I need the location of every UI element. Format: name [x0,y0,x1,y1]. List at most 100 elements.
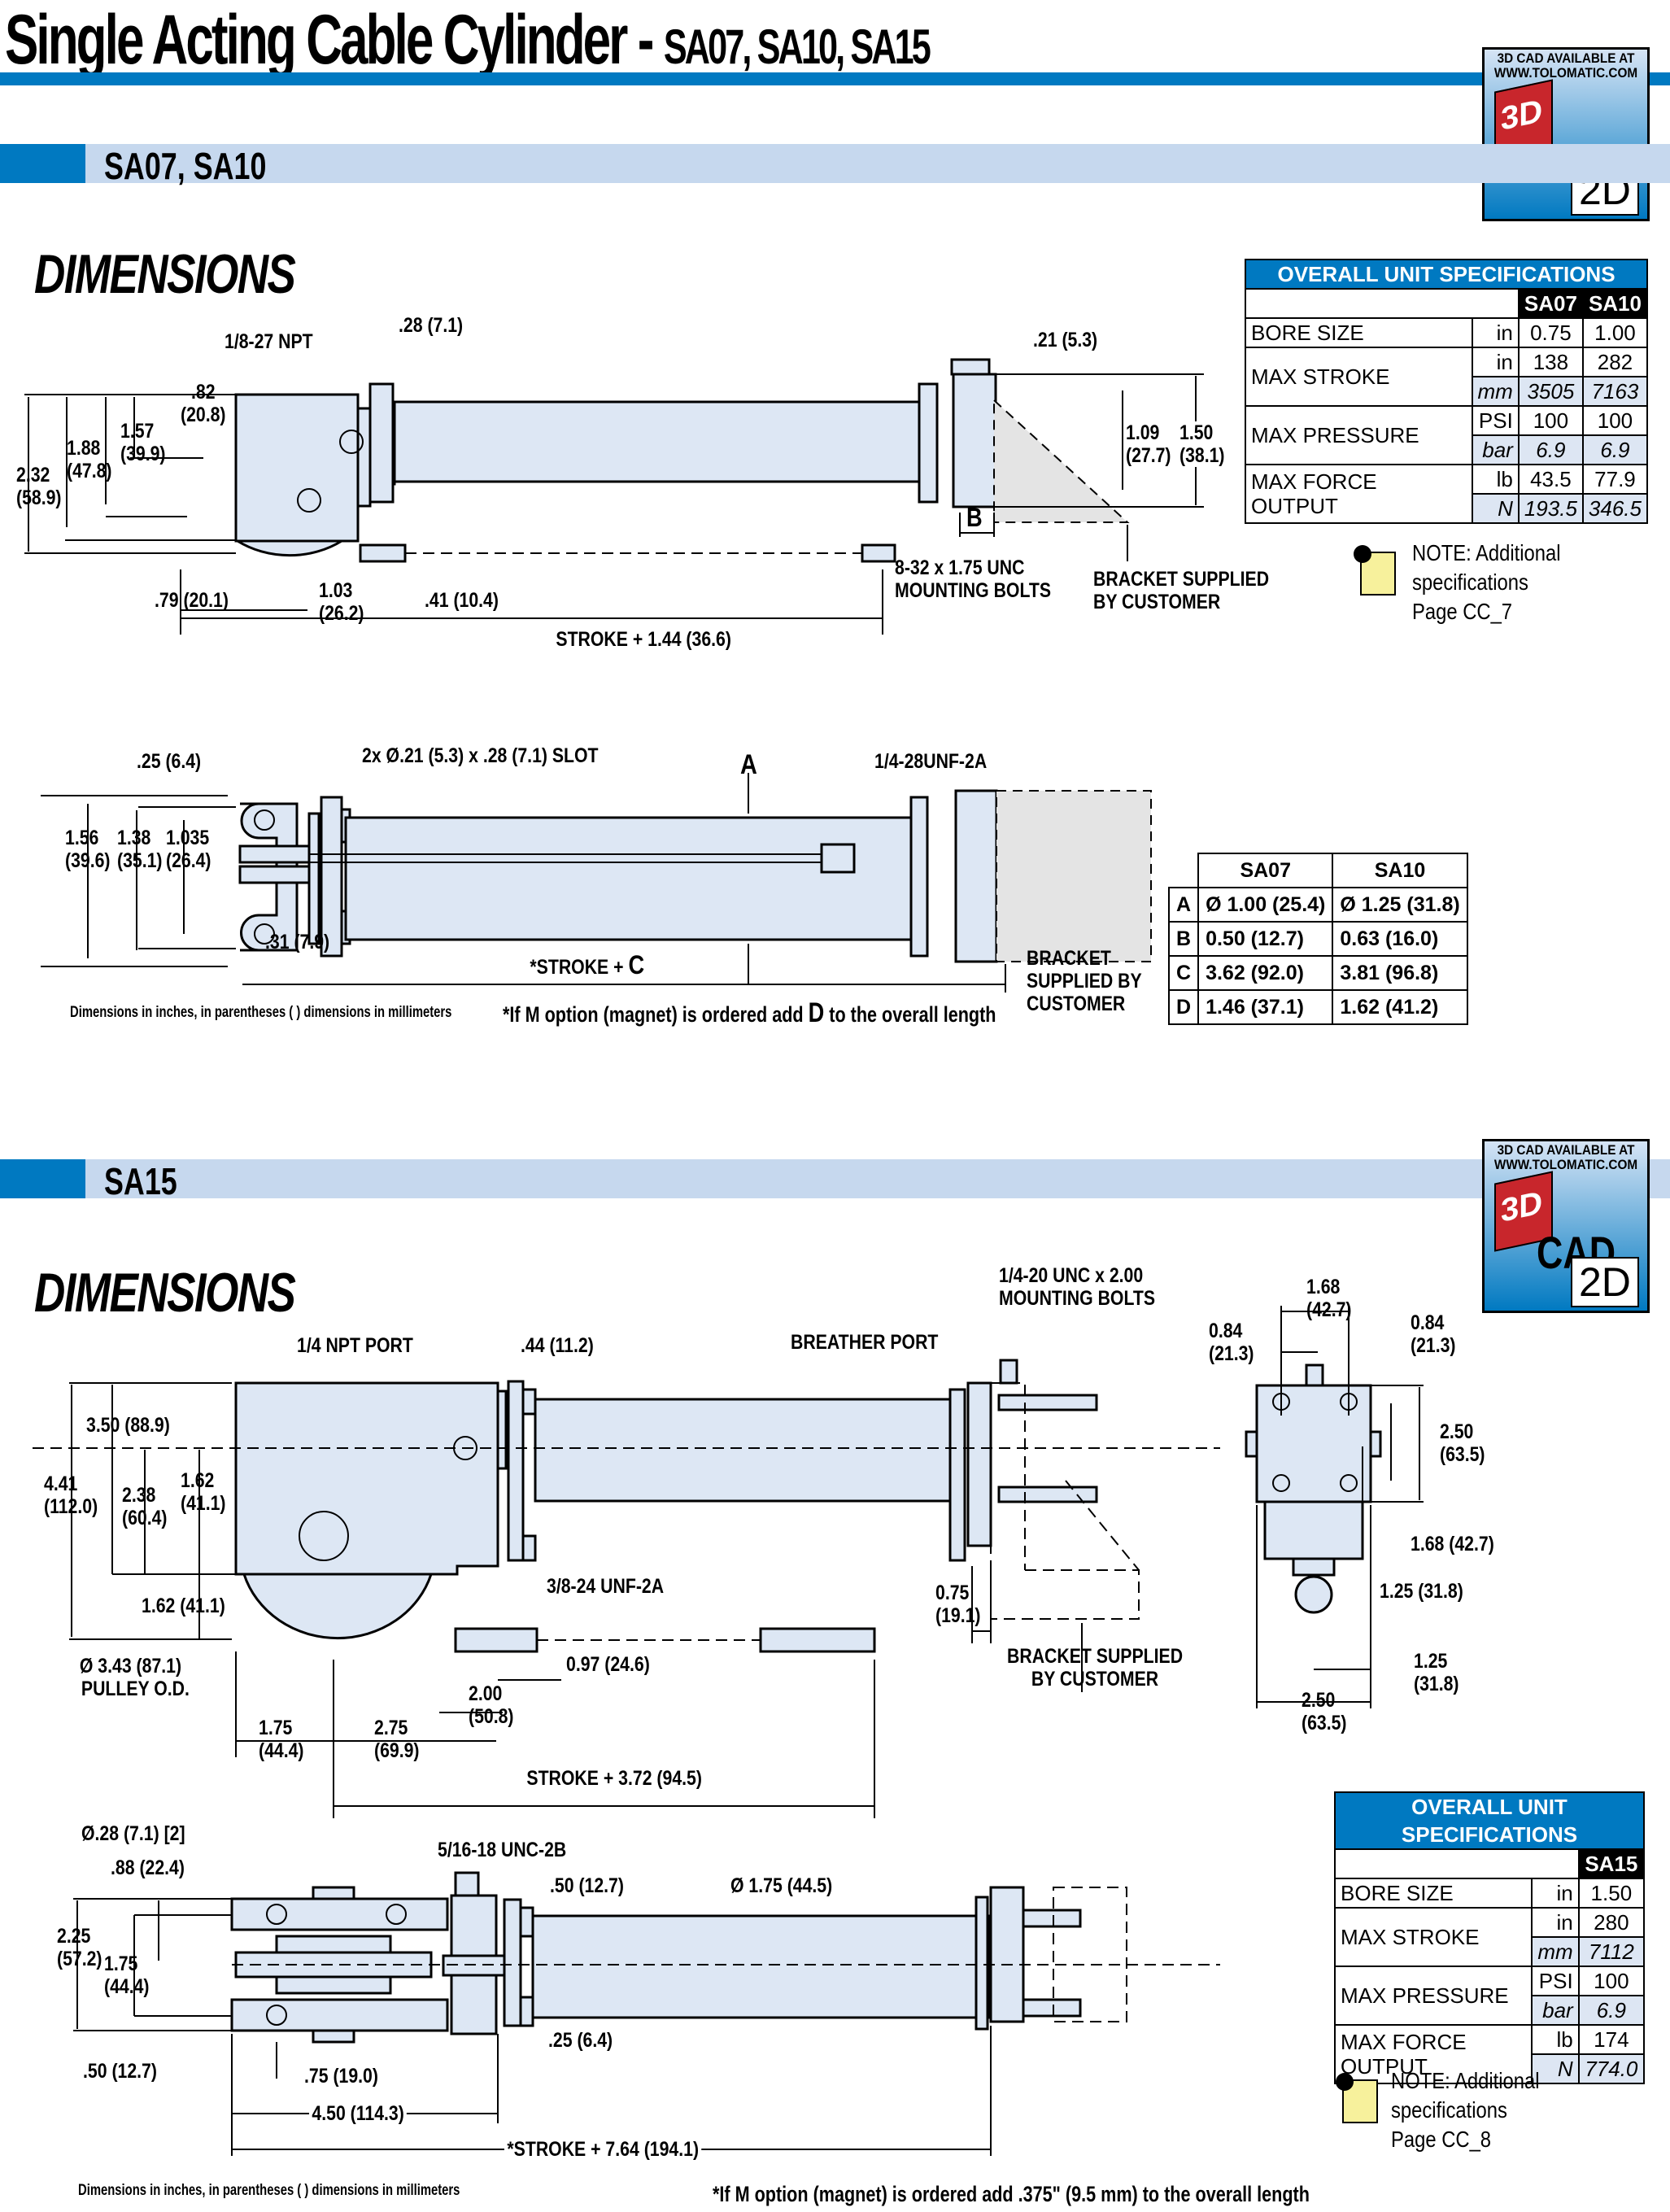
text: 2.50 [1440,1420,1474,1443]
dim-050b: .50 (12.7) [83,2060,157,2083]
table-cell: 1.46 (37.1) [1197,989,1334,1025]
table-cell [1334,1848,1579,1879]
note-icon [1354,545,1396,596]
cable-fitting [454,1627,538,1653]
cylinder-tube [393,400,925,483]
model-header: SA10 [1332,853,1468,888]
dim-225: 2.25(57.2) [57,1925,102,1970]
table-cell: 100 [1581,405,1649,436]
dim-162b: 1.62 (41.1) [142,1595,225,1617]
sa15-side-view-drawing [33,1359,1220,1818]
text: (44.4) [104,1975,150,1998]
table-cell: A [1167,887,1200,923]
table-cell: in [1471,347,1520,377]
dim-079: .79 (20.1) [155,589,229,612]
title-main: Single Acting Cable Cylinder - [5,1,664,79]
dimension-line [496,1390,508,1470]
dim-port-thread: 1/8-27 NPT [225,330,313,353]
spec-table-header: OVERALL UNIT SPECIFICATIONS [1245,259,1648,290]
text: (58.9) [16,486,62,509]
text: (39.6) [65,849,111,872]
cable-nut [1294,1575,1333,1614]
dimension-line [1272,1474,1290,1492]
port-callout: 1/4 NPT PORT [297,1334,413,1357]
text: MOUNTING BOLTS [895,579,1052,602]
text: WWW.TOLOMATIC.COM [1493,65,1638,81]
dimension-line [299,1511,349,1561]
text: 3D [1501,93,1543,137]
text: 1.75 [104,1952,138,1975]
dim-138: 1.38(35.1) [117,827,163,872]
text: 2D [1579,1259,1631,1305]
table-cell: 6.9 [1517,434,1584,465]
mounting-bolt [1022,1998,1082,2018]
mounting-bolt [997,1394,1098,1411]
dim-162a: 1.62(41.1) [181,1469,226,1515]
text: D [808,997,825,1028]
text: 0.75 [935,1582,970,1604]
table-cell: in [1471,317,1520,348]
text: (39.9) [120,443,166,465]
dimensions-heading: DIMENSIONS [34,243,296,305]
end-cap-right [948,1388,966,1562]
pulley-housing [234,393,360,543]
table-row: SA15 [1334,1848,1646,1879]
port-fitting [454,1871,480,1897]
table-cell: 3.62 (92.0) [1197,955,1334,991]
text: 3D CAD AVAILABLE AT [1497,1142,1635,1158]
dim-168-width: 1.68(42.7) [1306,1276,1352,1321]
title-rule [0,72,1670,85]
text: specifications [1412,569,1528,595]
text: (26.2) [319,602,364,625]
text: 1.56 [65,827,99,849]
breather-nut [950,358,991,376]
dim-103: 1.03(26.2) [319,579,364,625]
table-cell: PSI [1530,1965,1580,1996]
text: .82 [190,381,216,404]
dimension-line [254,809,275,831]
dimensions-heading: DIMENSIONS [34,1262,296,1324]
text: 1/4-20 UNC x 2.00 [999,1264,1144,1287]
sa15-top-view-drawing [73,1871,1220,2156]
sa07-side-view-drawing [24,358,1204,635]
dim-157: 1.57(39.9) [120,420,166,465]
table-cell: N [1471,493,1520,524]
table-cell: MAX FORCE OUTPUT [1245,464,1473,524]
table-cell: bar [1471,434,1520,465]
clevis-lower [230,1998,449,2032]
sa15-end-view-drawing [1245,1306,1424,1708]
text: 1.68 [1306,1276,1341,1298]
section-accent [0,1159,85,1198]
table-cell [1245,288,1519,319]
table-cell: 7112 [1577,1936,1646,1967]
dim-088: .88 (22.4) [111,1856,185,1879]
text: MOUNTING BOLTS [999,1287,1156,1310]
dim-188: 1.88(47.8) [67,437,112,482]
dim-250-width: 2.50(63.5) [1302,1689,1347,1734]
text: 8-32 x 1.75 UNC [895,556,1025,579]
thread-callout: 3/8-24 UNF-2A [547,1575,665,1598]
dim-1035: 1.035(26.4) [166,827,211,872]
dimension-line [1305,1363,1324,1387]
text: BY CUSTOMER [1031,1668,1159,1691]
text: 1.03 [319,579,353,602]
thread-callout: 5/16-18 UNC-2B [438,1839,567,1861]
text: to the overall length [824,1002,996,1027]
dimension-line [519,1906,534,1938]
dim-125-width: 1.25(31.8) [1414,1650,1459,1695]
text: PULLEY O.D. [81,1678,190,1700]
table-cell: 3.81 (96.8) [1332,955,1468,991]
dim-125-height: 1.25 (31.8) [1380,1580,1463,1603]
dimension-line [1369,1430,1382,1458]
dim-084-right: 0.84(21.3) [1411,1311,1456,1357]
